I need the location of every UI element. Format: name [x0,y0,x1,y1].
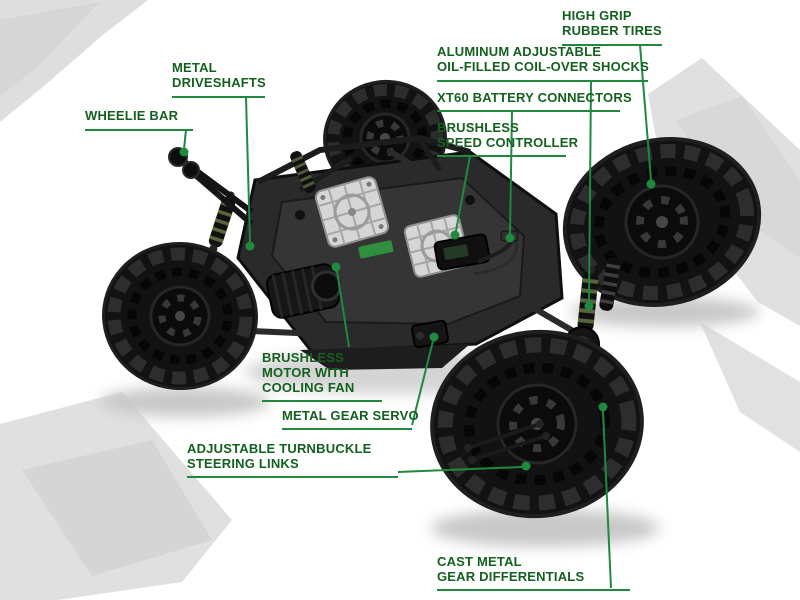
truck-shadows [100,297,760,547]
servo [410,319,450,349]
tire-front-left [102,241,258,391]
callout-xt60 [437,110,620,243]
label-differentials: CAST METAL GEAR DIFFERENTIALS [437,554,585,584]
callout-metal-driveshafts [172,96,265,251]
label-motor: BRUSHLESS MOTOR WITH COOLING FAN [262,350,355,395]
label-aluminum-shocks: ALUMINUM ADJUSTABLE OIL-FILLED COIL-OVER… [437,44,649,74]
callout-differentials [437,402,630,591]
callout-wheelie-bar [85,129,193,157]
green-sticker [358,240,394,259]
cooling-fan-left [314,176,390,248]
label-wheelie-bar: WHEELIE BAR [85,108,179,123]
callout-aluminum-shocks [437,80,648,311]
callout-speed-controller [437,155,566,240]
shock-rear-left [290,151,316,193]
speed-controller [433,233,491,271]
wheelie-bar-part [168,147,254,227]
callout-steering-links [187,461,531,478]
brushless-motor [266,263,342,319]
label-steering-links: ADJUSTABLE TURNBUCKLE STEERING LINKS [187,441,372,471]
steering-links-part [464,420,550,464]
callout-motor [262,262,382,402]
callout-servo [282,332,439,430]
callouts [85,44,662,591]
label-servo: METAL GEAR SERVO [282,408,419,423]
shock-rear-right-back [599,257,621,311]
label-high-grip-tires: HIGH GRIP RUBBER TIRES [562,8,662,38]
label-metal-driveshafts: METAL DRIVESHAFTS [172,60,266,90]
truck-illustration [102,79,762,519]
callout-high-grip-tires [562,44,662,189]
label-xt60: XT60 BATTERY CONNECTORS [437,90,632,105]
label-speed-controller: BRUSHLESS SPEED CONTROLLER [437,120,579,150]
